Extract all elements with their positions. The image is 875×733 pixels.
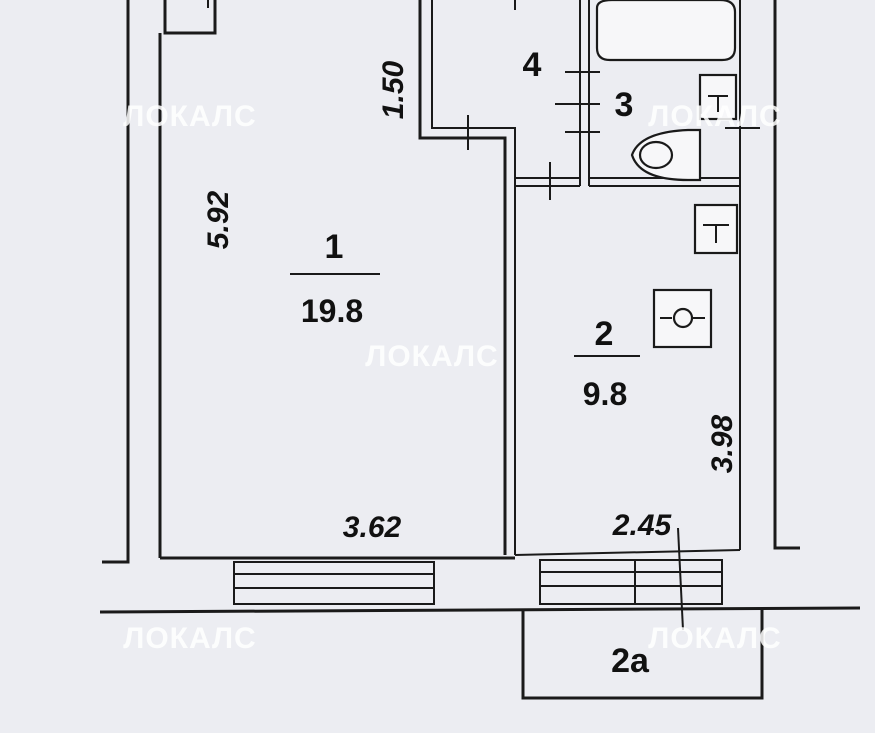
dim-room1-width: 3.62 — [343, 511, 402, 544]
dim-corridor-width: 1.50 — [377, 60, 410, 119]
dim-kitchen-width: 2.45 — [612, 509, 673, 542]
toilet-icon — [630, 73, 738, 182]
watermark-bottom-left: ЛОКАЛС — [123, 622, 256, 655]
room-1-area: 19.8 — [301, 293, 363, 329]
watermarks: ЛОКАЛС ЛОКАЛС ЛОКАЛС ЛОКАЛС ЛОКАЛС — [123, 100, 781, 655]
fixtures — [595, 0, 739, 349]
watermark-top-left: ЛОКАЛС — [123, 100, 256, 133]
watermark-center: ЛОКАЛС — [365, 340, 498, 373]
outer-walls — [99, 0, 861, 614]
room-1-walls — [158, 0, 516, 560]
dimension-labels: 5.92 1.50 3.62 2.45 3.98 — [202, 60, 739, 544]
partitions — [467, 0, 760, 556]
room-labels: 1 19.8 2 9.8 3 4 2a — [290, 46, 650, 680]
dim-room1-length: 5.92 — [202, 190, 235, 249]
sink-icon — [693, 203, 739, 255]
room-2-area: 9.8 — [583, 376, 627, 412]
watermark-top-right: ЛОКАЛС — [648, 100, 781, 133]
windows — [233, 559, 723, 605]
room-2a-number: 2a — [611, 642, 650, 680]
room-1-number: 1 — [325, 228, 344, 266]
room-4-number: 4 — [523, 46, 542, 84]
watermark-bottom-right: ЛОКАЛС — [648, 622, 781, 655]
dim-kitchen-length: 3.98 — [706, 414, 739, 473]
stove-icon — [652, 288, 713, 349]
balcony — [521, 527, 764, 700]
bathtub-icon — [595, 0, 737, 62]
room-3-number: 3 — [615, 86, 634, 124]
room-2-number: 2 — [595, 315, 614, 353]
